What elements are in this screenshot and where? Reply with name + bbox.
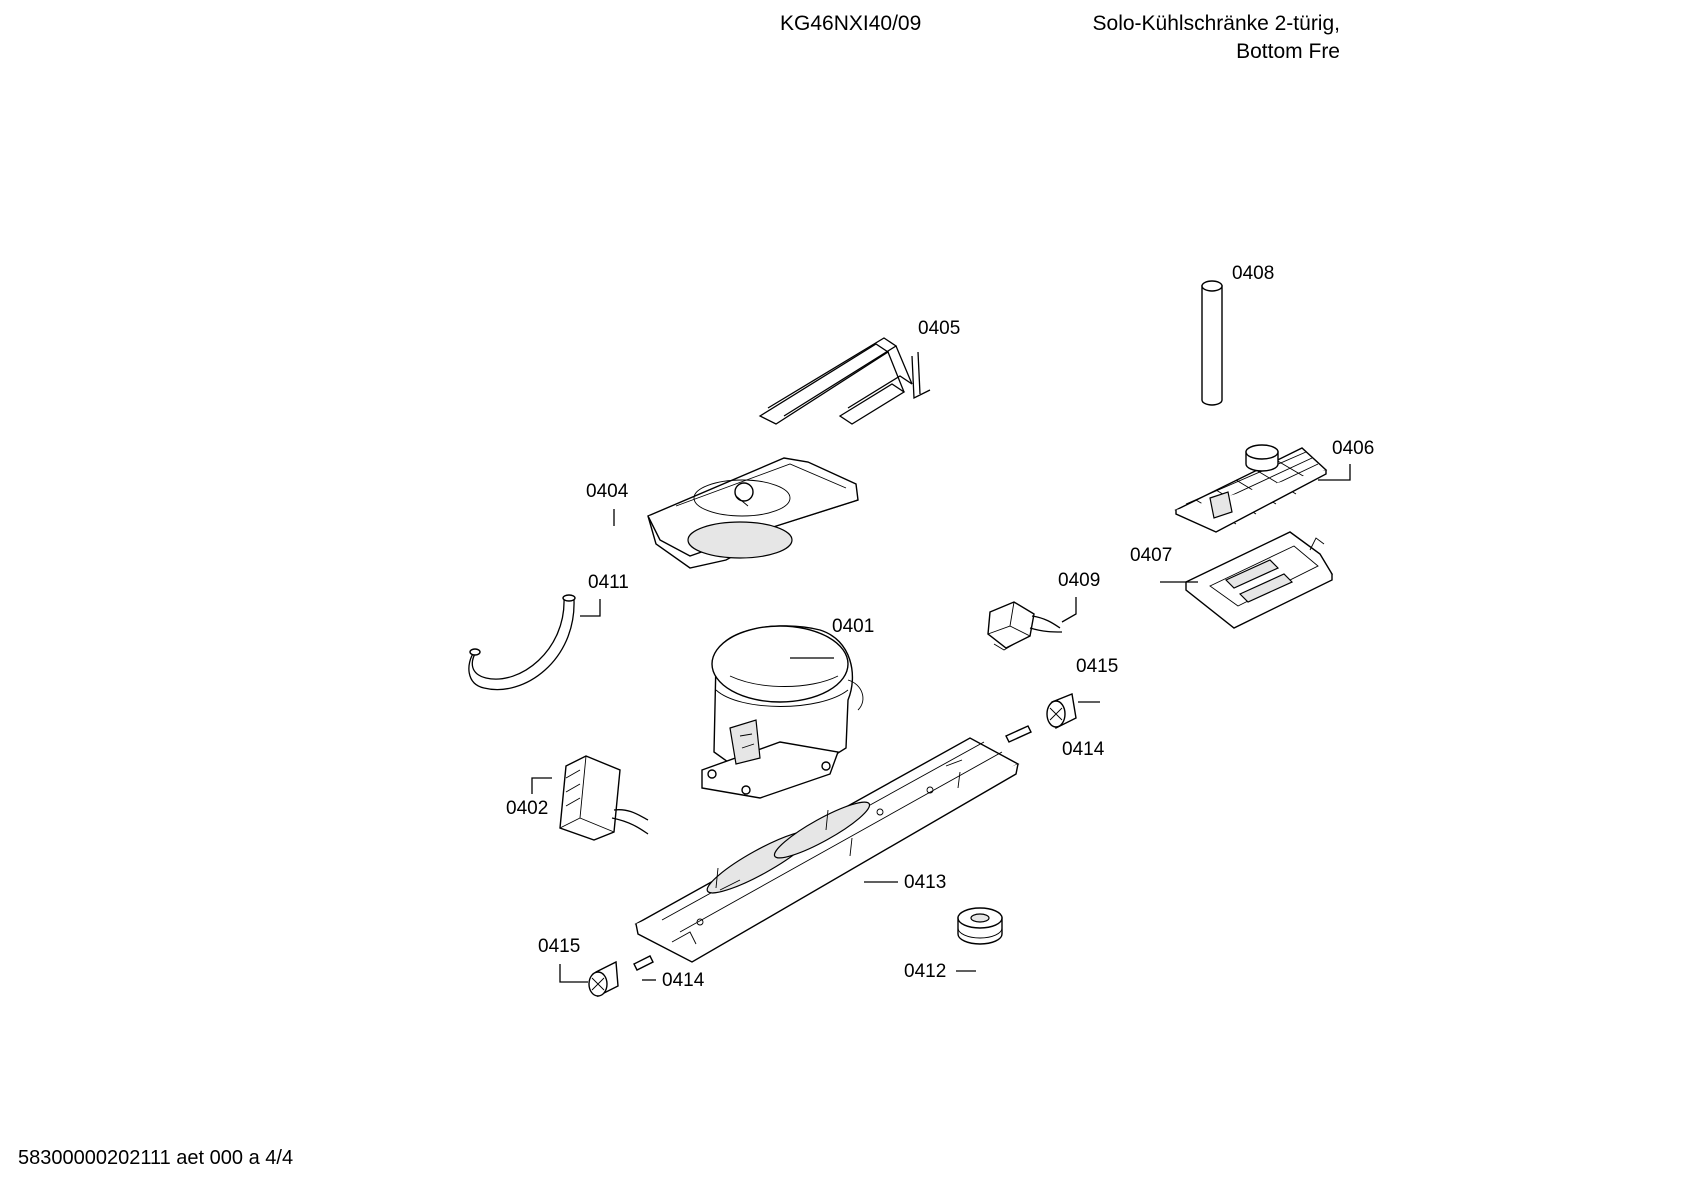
label-0407: 0407 <box>1130 545 1172 566</box>
part-0411-hose[interactable] <box>468 594 576 691</box>
label-0408: 0408 <box>1232 263 1274 284</box>
part-0414-pin-right[interactable] <box>1005 725 1032 743</box>
label-0415-left: 0415 <box>538 936 580 957</box>
part-0401-compressor[interactable] <box>701 625 864 799</box>
label-0404: 0404 <box>586 481 629 502</box>
label-0409: 0409 <box>1058 570 1100 591</box>
label-0402: 0402 <box>506 798 548 819</box>
label-0414-left: 0414 <box>662 970 705 991</box>
label-0415-right: 0415 <box>1076 656 1118 677</box>
document-code: 58300000202111 aet 000 a 4/4 <box>18 1147 294 1169</box>
label-0401: 0401 <box>832 616 874 637</box>
label-0405: 0405 <box>918 318 960 339</box>
part-0406-fan-grille[interactable] <box>1174 444 1328 533</box>
label-0411: 0411 <box>588 572 629 593</box>
part-0408-tube[interactable] <box>1201 280 1223 406</box>
label-0406: 0406 <box>1332 438 1374 459</box>
part-0404-drip-tray[interactable] <box>647 457 859 569</box>
part-0414-pin-left[interactable] <box>633 955 654 971</box>
label-0414-right: 0414 <box>1062 739 1105 760</box>
part-0412-grommet[interactable] <box>957 907 1003 945</box>
label-0413: 0413 <box>904 872 946 893</box>
model-number: KG46NXI40/09 <box>780 12 922 35</box>
part-0409-sensor[interactable] <box>987 601 1063 651</box>
part-0405-condenser-coil[interactable] <box>758 337 931 425</box>
part-0407-cover-tray[interactable] <box>1184 531 1333 629</box>
part-0415-foot-right[interactable] <box>1046 693 1077 730</box>
appliance-title-line1: Solo-Kühlschränke 2-türig, <box>1092 12 1340 35</box>
part-0415-foot-left[interactable] <box>588 960 619 998</box>
appliance-title-line2: Bottom Fre <box>1236 40 1340 62</box>
part-0402-relay[interactable] <box>559 755 649 841</box>
label-0412: 0412 <box>904 961 946 982</box>
part-0413-base-rail[interactable] <box>634 737 1020 963</box>
